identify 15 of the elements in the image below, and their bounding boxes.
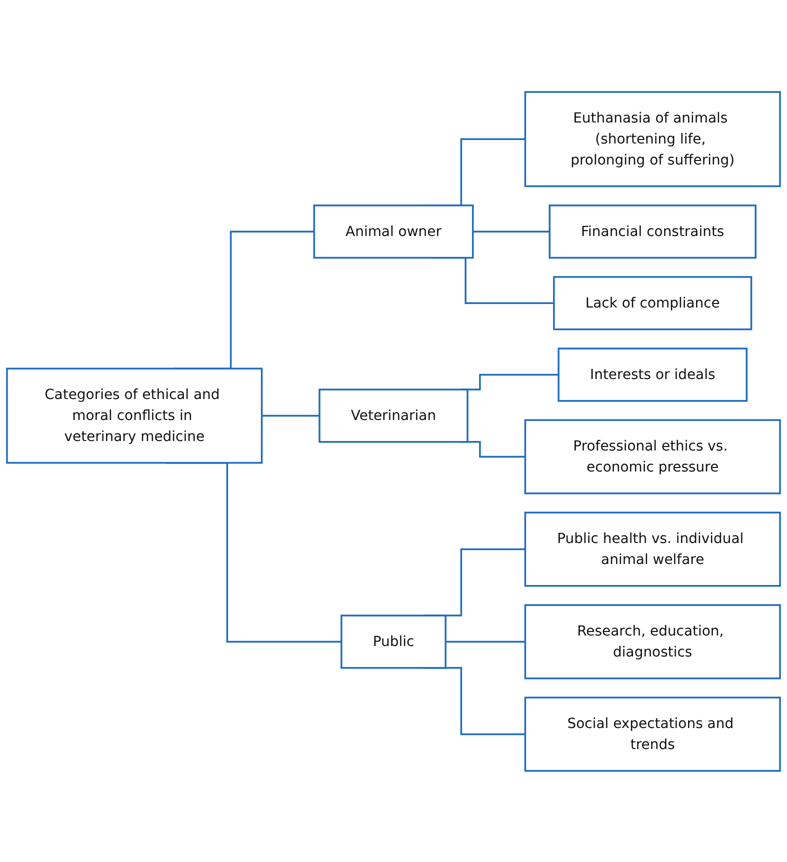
connector	[262, 414, 320, 416]
node-box: Professional ethics vs. economic pressure	[524, 418, 781, 494]
node-box: Lack of compliance	[553, 276, 752, 330]
node-box: Research, education, diagnostics	[524, 604, 781, 679]
node-box: Veterinarian	[318, 388, 468, 442]
node-box: Public health vs. individual animal welfare	[524, 511, 781, 586]
node-box: Social expectations and trends	[524, 696, 781, 772]
node-box: Categories of ethical and moral conflicts in veterinary medicine	[6, 367, 263, 464]
connector	[446, 640, 526, 642]
node-box: Euthanasia of animals (shortening life, prolonging of suffering)	[524, 90, 781, 187]
node-box: Animal owner	[313, 204, 474, 258]
node-box: Interests or ideals	[558, 347, 748, 402]
connector	[472, 230, 550, 232]
node-box: Public	[340, 614, 446, 668]
node-box: Financial constraints	[548, 204, 756, 258]
